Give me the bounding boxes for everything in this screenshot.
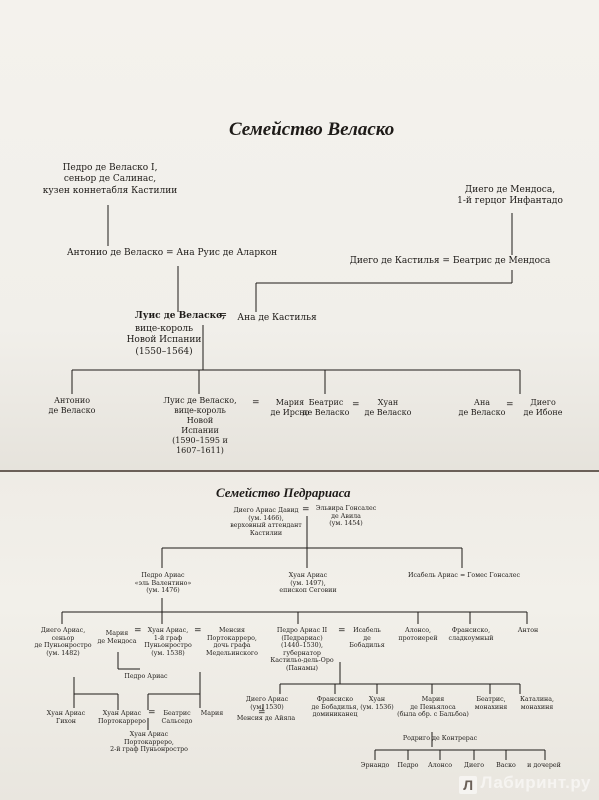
person-maria: Мария [200,710,224,717]
person-fransisko: Франсиско,сладкоумный [448,627,494,642]
marriage-sign: = [148,708,156,718]
person-huan-arias-bishop: Хуан Ариас(ум. 1497),епископ Сеговии [279,572,337,595]
person-mensia-de-ayala: Менсия де Айяла [236,715,296,722]
child-daughters: и дочерей [527,762,561,769]
person-diego-arias-david: Диего Ариас Давид(ум. 1466),верховный ат… [230,507,302,537]
person-diego-arias-1530: Диего Ариас(ум. 1530) [245,696,289,711]
page-pedrarias: Семейство Педрариаса Диего Ариас Давид(у… [0,472,599,800]
couple-diego-beatris: Диего де Кастилья = Беатрис де Мендоса [349,256,551,266]
person-pedro-de-velasco: Педро де Веласко I,сеньор де Салинас,куз… [42,163,178,196]
person-katalina-nun: Каталина,монахиня [519,696,554,711]
marriage-sign: = [194,626,202,636]
person-anton: Антон [517,627,539,634]
pedrarias-tree-lines [61,516,546,760]
child-pedro: Педро [397,762,419,769]
child-diego: Диего [463,762,485,769]
person-ana-de-castilia: Ана де Кастилья [237,313,317,323]
couple-isabel-gomez: Исабель Ариас = Гомес Гонсалес [407,572,521,579]
person-rodrigo-de-contreras: Родриго де Контрерас [402,735,478,742]
person-pedro-arias-small: Педро Ариас [124,673,168,680]
marriage-sign: = [338,626,346,636]
person-beatris-nun: Беатрис,монахиня [474,696,508,711]
labirint-logo-icon: Л [459,776,478,794]
person-pedro-arias-el-valentino: Педро Ариас«эль Валентино»(ум. 1476) [134,572,192,595]
velasco-tree-lines [71,205,521,394]
person-diego-de-mendosa: Диего де Мендоса,1-й герцог Инфантадо [457,185,563,207]
marriage-sign: = [258,708,266,718]
marriage-sign: = [218,308,228,321]
marriage-sign: = [252,398,260,408]
person-alonso-protoierey: Алонсо,протоиерей [398,627,438,642]
person-luis-de-velasco: Луис де Веласко, [134,311,226,321]
marriage-sign: = [134,626,142,636]
child-alonso: Алонсо [427,762,453,769]
person-huan-1536: Хуан(ум. 1536) [360,696,394,711]
marriage-sign: = [506,400,514,410]
person-pedro-arias-pedrarias: Педро Ариас II(Педрариас)(1440–1530),губ… [270,627,334,672]
couple-antonio-ana: Антонио де Веласко = Ана Руис де Аларкон [66,248,278,258]
marriage-sign: = [352,400,360,410]
child-vasko: Васко [496,762,516,769]
page-velasco: Семейство Веласко Педро де Веласко I,сен… [0,0,599,470]
marriage-sign: = [302,505,310,515]
page-title: Семейство Веласко [229,119,395,140]
page-title: Семейство Педрариаса [216,485,351,500]
child-ernando: Эрнандо [360,762,390,769]
